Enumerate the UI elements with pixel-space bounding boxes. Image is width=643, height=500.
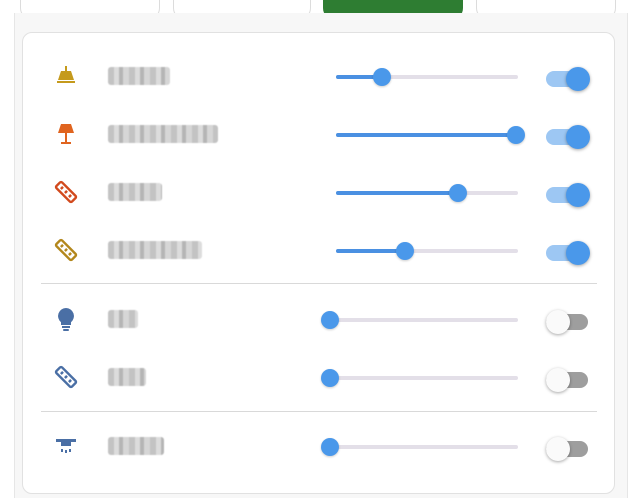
brightness-slider[interactable] [336,68,518,86]
brightness-slider[interactable] [336,242,518,260]
device-row [23,164,614,222]
device-name [108,125,218,143]
slider-thumb[interactable] [321,369,339,387]
slider-thumb[interactable] [321,311,339,329]
brightness-slider[interactable] [321,369,518,387]
device-name [108,368,146,386]
device-row [23,418,614,476]
device-row [23,291,614,349]
device-row [23,48,614,106]
device-name [108,437,164,455]
power-toggle[interactable] [546,65,590,91]
device-name [108,67,170,85]
slider-track[interactable] [330,445,518,449]
slider-fill [336,133,517,137]
group-divider [41,283,597,284]
ceiling-spot-icon [53,433,79,459]
toggle-knob[interactable] [566,241,590,265]
toggle-knob[interactable] [546,437,570,461]
brightness-slider[interactable] [321,311,518,329]
slider-thumb[interactable] [372,68,391,86]
power-toggle[interactable] [546,123,590,149]
toggle-knob[interactable] [566,183,590,207]
power-toggle[interactable] [546,308,590,334]
group-divider [41,411,597,412]
slider-fill [336,191,458,195]
device-name [108,310,138,328]
led-strip-icon [53,364,79,390]
slider-fill [336,75,382,79]
slider-track[interactable] [330,318,518,322]
slider-thumb[interactable] [321,438,339,456]
slider-thumb[interactable] [448,184,467,202]
power-toggle[interactable] [546,366,590,392]
power-toggle[interactable] [546,239,590,265]
slider-track[interactable] [336,75,518,79]
brightness-slider[interactable] [336,184,518,202]
device-row [23,222,614,280]
power-toggle[interactable] [546,181,590,207]
slider-fill [336,249,406,253]
toggle-knob[interactable] [546,368,570,392]
device-name [108,241,202,259]
slider-track[interactable] [336,249,518,253]
device-row [23,106,614,164]
floor-lamp-icon [53,121,79,147]
slider-track[interactable] [330,376,518,380]
led-strip-icon [53,179,79,205]
slider-thumb[interactable] [507,126,526,144]
device-card [22,32,615,494]
bulb-icon [53,306,79,332]
device-row [23,349,614,407]
slider-thumb[interactable] [396,242,415,260]
toggle-knob[interactable] [566,67,590,91]
ceiling-lamp-icon [53,63,79,89]
power-toggle[interactable] [546,435,590,461]
toggle-knob[interactable] [546,310,570,334]
brightness-slider[interactable] [336,126,526,144]
device-name [108,183,162,201]
brightness-slider[interactable] [321,438,518,456]
toggle-knob[interactable] [566,125,590,149]
led-strip-icon [53,237,79,263]
